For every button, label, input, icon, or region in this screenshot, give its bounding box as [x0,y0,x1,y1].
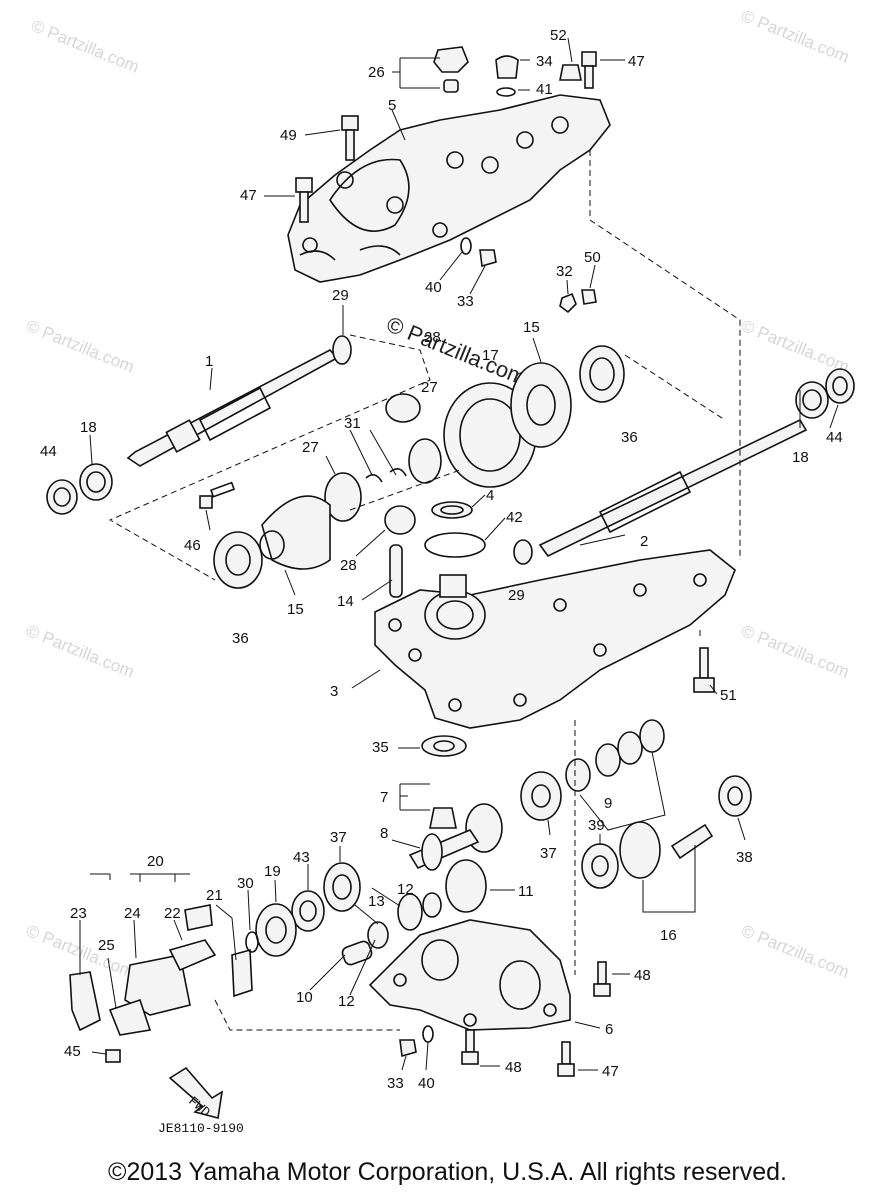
copyright-notice: ©2013 Yamaha Motor Corporation, U.S.A. A… [108,1158,787,1186]
callout: 25 [98,937,115,954]
callout: 15 [287,601,304,618]
callout: 29 [508,587,525,604]
callout: 33 [387,1075,404,1092]
gear-train-assembly [255,771,752,966]
bottom-case [368,919,571,1031]
callout: 42 [506,509,523,526]
callout: 45 [64,1043,81,1060]
callout: 6 [605,1021,613,1038]
callout: 31 [344,415,361,432]
callout: 27 [302,439,319,456]
callout: 36 [621,429,638,446]
watermark: © Partzilla.com [29,16,142,77]
callout-numbers: 26 34 52 47 41 5 49 47 40 33 32 50 29 28… [40,27,843,1092]
callout: 43 [293,849,310,866]
drawing-code: JE8110-9190 [158,1121,244,1136]
callout: 16 [660,927,677,944]
callout: 8 [380,825,388,842]
callout: 24 [124,905,141,922]
watermark: © Partzilla.com [739,621,852,682]
callout: 34 [536,53,553,70]
callout: 44 [826,429,843,446]
callout: 17 [482,347,499,364]
main-case-assembly [374,549,736,829]
callout: 11 [518,883,534,900]
watermark: © Partzilla.com [739,6,852,67]
main-case [374,549,736,729]
callout: 13 [368,893,385,910]
callout: 40 [418,1075,435,1092]
callout: 32 [556,263,573,280]
callout: 18 [80,419,97,436]
axle-shaft-2 [538,418,808,558]
upper-case [287,94,611,283]
callout: 28 [340,557,357,574]
linkage-assembly: FWD [69,904,259,1120]
callout: 49 [280,127,297,144]
bottom-case-assembly [368,919,611,1077]
callout: 40 [425,279,442,296]
callout: 44 [40,443,57,460]
upper-case-assembly [287,46,611,314]
callout: 51 [720,687,737,704]
center-watermark: © Partzilla.com [383,311,530,390]
callout: 28 [424,329,441,346]
callout: 46 [184,537,201,554]
watermark: © Partzilla.com [739,316,852,377]
callout: 26 [368,64,385,81]
callout: 33 [457,293,474,310]
leader-lines [79,37,839,1071]
watermark: © Partzilla.com [739,921,852,982]
callout: 41 [536,81,553,98]
callout: 47 [240,187,257,204]
callout: 20 [147,853,164,870]
watermark: © Partzilla.com [24,316,137,377]
callout: 7 [380,789,388,806]
callout: 18 [792,449,809,466]
callout: 27 [421,379,438,396]
callout: 47 [602,1063,619,1080]
callout: 12 [397,881,414,898]
axle-differential-assembly [46,335,855,598]
callout: 23 [70,905,87,922]
callout: 3 [330,683,338,700]
callout: 48 [505,1059,522,1076]
callout: 47 [628,53,645,70]
callout: 37 [540,845,557,862]
callout: 9 [604,795,612,812]
callout: 39 [588,817,605,834]
callout: 29 [332,287,349,304]
callout: 52 [550,27,567,44]
callout: 37 [330,829,347,846]
callout: 19 [264,863,281,880]
watermark: © Partzilla.com [24,621,137,682]
callout: 15 [523,319,540,336]
callout: 14 [337,593,354,610]
callout: 50 [584,249,601,266]
fwd-arrow-icon [168,1066,224,1119]
callout: 10 [296,989,313,1006]
callout: 30 [237,875,254,892]
callout: 21 [206,887,223,904]
callout: 22 [164,905,181,922]
callout: 4 [486,487,494,504]
callout: 36 [232,630,249,647]
callout: 35 [372,739,389,756]
callout: 12 [338,993,355,1010]
callout: 5 [388,97,396,114]
assembly-lines [108,150,741,1031]
callout: 1 [205,353,213,370]
callout: 48 [634,967,651,984]
callout: 38 [736,849,753,866]
callout: 2 [640,533,648,550]
